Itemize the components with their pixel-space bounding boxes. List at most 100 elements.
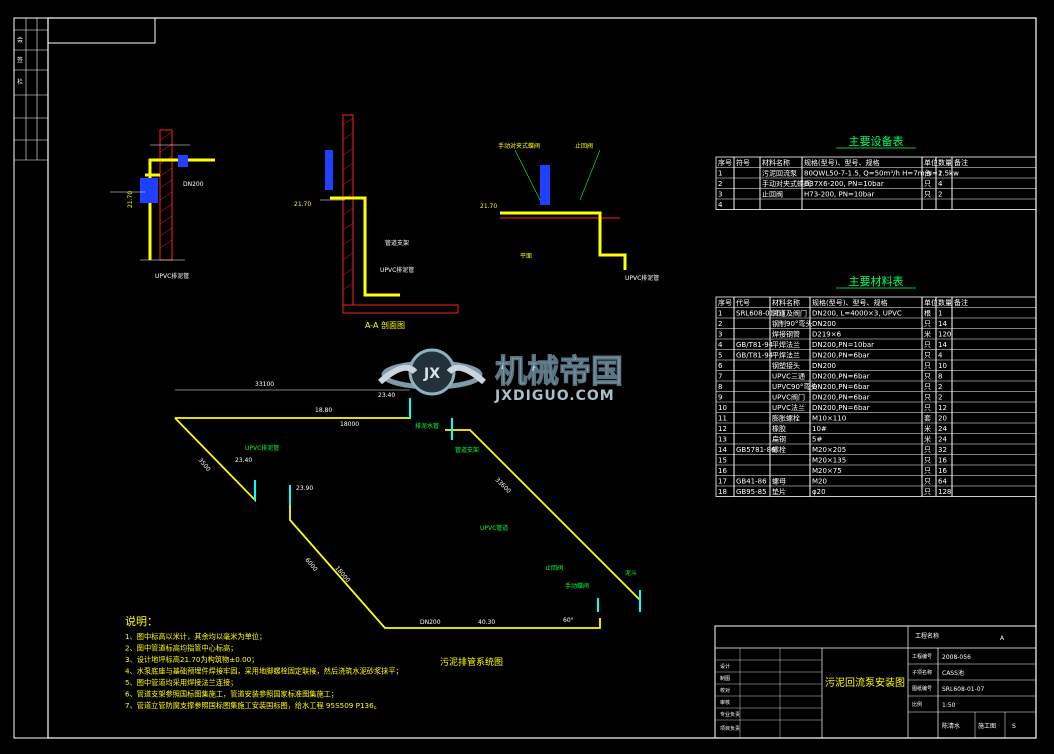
material-cell: 10 [938, 362, 947, 370]
elev-bottom-b: 40.30 [478, 619, 495, 626]
material-cell: DN200 [812, 362, 836, 370]
material-cell: 17 [718, 478, 727, 486]
tb-cell-i: 专业负责 [720, 711, 740, 718]
tb-cell-m: 制图 [720, 675, 730, 682]
dim-lower-left: 6000 [303, 557, 318, 573]
material-cell: 膨胀螺栓 [772, 414, 800, 423]
equipment-cell: 4 [938, 180, 943, 188]
notes-line: 4、水泵底座与基础预埋件焊接牢固，采用地脚螺栓固定联接，然后浇筑水泥砂浆抹平； [125, 667, 403, 676]
dim-lower-left2: 18000 [333, 565, 351, 584]
material-header-cell: 数量 [938, 298, 952, 307]
material-cell: 管道及阀门 [772, 309, 807, 318]
material-cell: 4 [938, 352, 943, 360]
material-cell: D219×6 [812, 331, 842, 339]
material-cell: 1 [718, 310, 722, 318]
tb-drawing-no: SRL608-01-07 [942, 686, 985, 693]
watermark-logo: JX 机械帝国 JXDIGUO.COM [378, 348, 624, 404]
material-cell: 垫片 [772, 487, 786, 496]
watermark-brand: 机械帝国 [495, 352, 623, 390]
plan-label: 平面 [520, 253, 532, 260]
tb-scale: 1:50 [942, 702, 956, 709]
material-cell: GB41-86 [736, 478, 767, 486]
material-cell: 8 [718, 383, 722, 391]
material-cell: 扁钢 [772, 435, 786, 444]
material-cell: 只 [924, 383, 931, 391]
material-cell: 2 [718, 320, 722, 328]
material-cell: M20 [812, 478, 827, 486]
notes-line: 3、设计地坪标高21.70为构筑物±0.00； [125, 655, 258, 664]
material-cell: 12 [938, 404, 947, 412]
tb-cell-b: 工程编号 [912, 653, 932, 660]
note-label-d: UPVC排泥管 [245, 444, 279, 452]
tb-project-no: 2008-056 [942, 654, 971, 661]
material-cell: DN200,PN=10bar [812, 341, 874, 349]
plan-detail: 手动对夹式蝶阀 止回阀 21.70 平面 UPVC排泥管 [480, 142, 659, 282]
material-cell: 3 [718, 331, 722, 339]
revision-item-2: 签 [17, 56, 23, 64]
aa-section-detail: 21.70 A-A 剖面图 管道支架 UPVC排泥管 [294, 114, 459, 330]
note-valve: 手动蝶阀 [565, 582, 589, 590]
tb-sheet: S [1012, 723, 1016, 730]
corner-tag-box [47, 17, 156, 44]
material-cell: 5 [718, 352, 722, 360]
material-cell: SRL608-01-01 [736, 310, 785, 318]
note-label-b: 管道支架 [455, 446, 479, 454]
tb-mark: A [1000, 635, 1005, 642]
tb-cell-e: 比例 [912, 701, 922, 708]
section-title: A-A 剖面图 [365, 320, 405, 330]
material-cell: M20×205 [812, 446, 846, 454]
material-cell: 钢制90°弯头 [772, 319, 812, 328]
elev-bottom: DN200 [420, 619, 441, 626]
notes-line: 2、图中管道标高均指管中心标高； [125, 644, 237, 653]
material-cell: 128 [938, 488, 951, 496]
notes-line: 1、图中标高以米计，其余均以毫米为单位； [125, 632, 266, 641]
watermark-url: JXDIGUO.COM [494, 388, 615, 404]
material-cell: 只 [924, 373, 931, 381]
equipment-cell: 止回阀 [762, 190, 783, 199]
notes-line: 6、管道支架参照国标图集施工，管道安装参照国家标准图集施工； [125, 690, 338, 699]
material-cell: 16 [938, 467, 947, 475]
dim-left-diag: 3500 [196, 457, 211, 473]
material-cell: DN200,PN=6bar [812, 352, 870, 360]
material-cell: DN200, L=4000×3, UPVC [812, 310, 902, 318]
material-header-cell: 规格(型号)、型号、规格 [812, 298, 887, 307]
equipment-header-cell: 备注 [954, 158, 968, 167]
notes-line: 7、管道立管防腐支撑参照国标图集施工安装国标图，给水工程 95S509 P136… [125, 701, 381, 710]
material-cell: 只 [924, 488, 931, 496]
material-cell: 只 [924, 341, 931, 349]
material-cell: 20 [938, 415, 947, 423]
tb-reviewer: 陈清水 [942, 722, 960, 730]
equipment-cell: 1 [718, 170, 722, 178]
elev-top-a: 18.80 [315, 407, 332, 414]
material-cell: 5# [812, 436, 822, 444]
equipment-cell: 4 [718, 201, 723, 209]
material-cell: 6 [718, 362, 723, 370]
equipment-cell: 2 [938, 191, 942, 199]
material-cell: 螺栓 [772, 445, 786, 454]
material-header-cell: 单位 [924, 298, 938, 307]
material-cell: UPVC阀门 [772, 393, 805, 402]
pump-elevation-detail: 21.70 DN200 UPVC排泥管 [110, 129, 215, 280]
revision-item-3: 栏 [17, 78, 23, 86]
material-cell: GB/T81-94 [736, 341, 774, 349]
material-cell: 64 [938, 478, 947, 486]
dim-right-diag: 33600 [494, 476, 513, 495]
material-cell: 10# [812, 425, 827, 433]
material-cell: DN200 [812, 320, 836, 328]
equipment-header-cell: 材料名称 [762, 158, 790, 167]
tb-cell-h: 项目负责 [720, 725, 740, 732]
material-cell: 焊接钢管 [772, 330, 800, 339]
material-cell: 只 [924, 404, 931, 412]
tb-cell-j: 审核 [720, 699, 730, 706]
material-cell: 米 [924, 424, 931, 433]
tb-cell-a: 工程名称 [915, 632, 939, 640]
equipment-cell: D37X6-200, PN=10bar [804, 180, 884, 188]
equipment-title: 主要设备表 [849, 134, 904, 148]
svg-text:手动对夹式蝶阀: 手动对夹式蝶阀 [498, 142, 540, 150]
elev-mid-a: 23.40 [235, 457, 252, 464]
equipment-cell: 只 [924, 191, 931, 199]
note-label-a: 排泥水管 [415, 422, 439, 430]
material-cell: DN200,PN=6bar [812, 373, 870, 381]
note-label-e: 泥斗 [625, 569, 637, 577]
svg-text:DN200: DN200 [183, 181, 204, 188]
